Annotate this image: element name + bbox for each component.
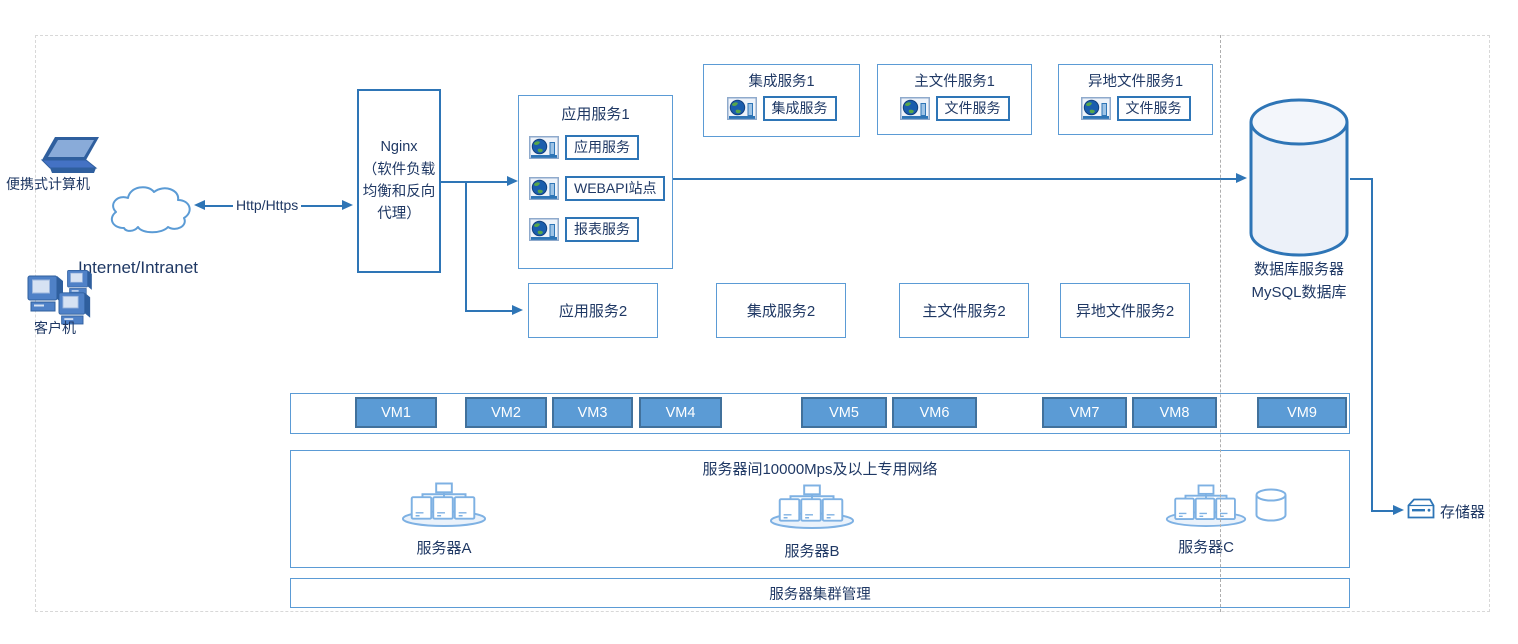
branch-vertical-line: [465, 181, 467, 312]
db-to-storage-line-h1: [1350, 178, 1373, 180]
branch-horizontal-line: [465, 310, 513, 312]
nginx-label: Nginx （软件负载均衡和反向代理）: [362, 139, 436, 223]
app1-to-db-arrowhead: [1236, 173, 1247, 183]
network-title: 服务器间10000Mps及以上专用网络: [702, 461, 938, 478]
database-label-line2: MySQL数据库: [1251, 284, 1347, 302]
server-b-label: 服务器B: [784, 543, 840, 560]
branch-arrowhead: [512, 305, 523, 315]
web-site-icon: [1080, 96, 1111, 120]
app-service-row: 应用服务: [529, 135, 672, 160]
web-site-icon: [899, 96, 930, 120]
vm-box: VM9: [1257, 397, 1347, 428]
vm-box: VM7: [1042, 397, 1127, 428]
vm-box: VM8: [1132, 397, 1217, 428]
web-site-icon: [529, 135, 559, 159]
desktop-icon: [27, 275, 63, 312]
vm-box: VM1: [355, 397, 437, 428]
vm-box: VM5: [801, 397, 887, 428]
app1-to-db-line: [672, 178, 1237, 180]
integration-service2-box: 集成服务2: [716, 283, 846, 338]
server-a-label: 服务器A: [416, 540, 472, 557]
nginx-box: Nginx （软件负载均衡和反向代理）: [357, 89, 441, 273]
server-cluster-icon: [769, 484, 855, 529]
database-cylinder-icon: [1249, 98, 1349, 257]
card-title: 集成服务1: [748, 74, 815, 90]
db-to-storage-arrowhead: [1393, 505, 1404, 515]
app-service1-title: 应用服务1: [561, 106, 630, 123]
desktop-icon: [67, 270, 92, 296]
server-cluster-icon: [401, 482, 487, 527]
vm-box: VM2: [465, 397, 547, 428]
app-service-item: 应用服务: [565, 135, 639, 160]
webapi-row: WEBAPI站点: [529, 175, 672, 201]
file-service-item: 文件服务: [1116, 96, 1191, 121]
laptop-label: 便携式计算机: [6, 176, 90, 192]
database-label: 数据库服务器 MySQL数据库: [1238, 258, 1360, 305]
cluster-management-bar: 服务器集群管理: [290, 578, 1350, 608]
server-c-label: 服务器C: [1178, 539, 1234, 556]
zone-dashed-separator: [1220, 35, 1221, 612]
file-service-item: 文件服务: [935, 96, 1010, 121]
nginx-to-app1-arrowhead: [507, 176, 518, 186]
laptop-icon: [40, 137, 99, 173]
app-service2-box: 应用服务2: [528, 283, 658, 338]
report-service-item: 报表服务: [565, 216, 639, 242]
remote-file-service1-card: 异地文件服务1 文件服务: [1058, 64, 1213, 135]
remote-file-service2-box: 异地文件服务2: [1060, 283, 1190, 338]
vm-box: VM3: [552, 397, 633, 428]
database-label-line1: 数据库服务器: [1253, 261, 1344, 278]
main-file-service1-card: 主文件服务1 文件服务: [877, 64, 1032, 135]
storage-icon: [1407, 498, 1435, 519]
http-protocol-label: Http/Https: [233, 197, 302, 213]
app-service1-box: 应用服务1 应用服务 WEBAPI站点: [518, 95, 673, 269]
vm-box: VM6: [892, 397, 977, 428]
main-file-service2-box: 主文件服务2: [899, 283, 1029, 338]
integration-service-row: 集成服务: [726, 96, 837, 121]
integration-service1-card: 集成服务1 集成服务: [703, 64, 860, 137]
desktop-icon: [58, 292, 91, 325]
cluster-management-label: 服务器集群管理: [769, 586, 871, 603]
storage-label: 存储器: [1440, 504, 1486, 521]
card-title: 主文件服务1: [914, 74, 995, 90]
clients-label: 客户机: [34, 320, 76, 336]
http-arrow-right-head: [342, 200, 353, 210]
integration-service-item: 集成服务: [762, 96, 837, 121]
card-title: 异地文件服务1: [1087, 74, 1184, 90]
web-site-icon: [726, 96, 757, 120]
db-to-storage-line-h2: [1371, 510, 1395, 512]
disk-cylinder-icon: [1255, 488, 1287, 522]
cloud-label: Internet/Intranet: [78, 258, 199, 277]
page-dashed-border: [35, 35, 1490, 612]
webapi-item: WEBAPI站点: [565, 175, 666, 201]
http-arrow-left-head: [194, 200, 205, 210]
db-to-storage-line-v: [1371, 178, 1373, 512]
nginx-to-app1-line: [440, 181, 508, 183]
file-service-row: 文件服务: [899, 96, 1010, 121]
server-cluster-icon: [1165, 484, 1247, 527]
report-service-row: 报表服务: [529, 216, 672, 242]
web-site-icon: [529, 176, 559, 200]
vm-box: VM4: [639, 397, 722, 428]
web-site-icon: [529, 217, 559, 241]
cloud-icon: [110, 186, 191, 234]
file-service-row: 文件服务: [1080, 96, 1191, 121]
